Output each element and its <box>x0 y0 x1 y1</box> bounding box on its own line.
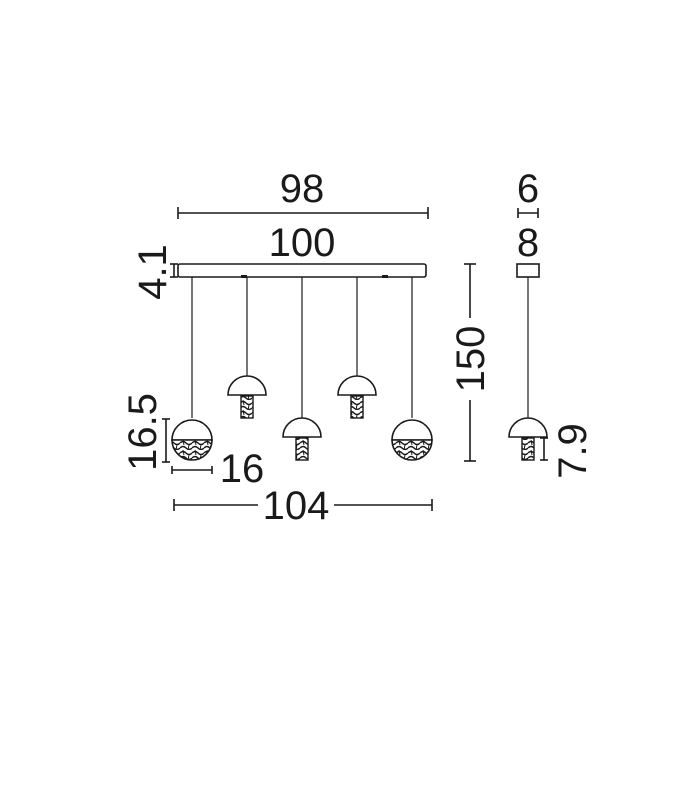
suspension-cables <box>191 277 413 418</box>
side-mushroom-lamp <box>508 417 548 461</box>
dim-150-label: 150 <box>449 326 493 393</box>
dim-6-label: 6 <box>517 167 539 211</box>
dim-98-label: 98 <box>280 167 325 211</box>
dim-4-1-line <box>170 263 178 278</box>
dim-16-5-label: 16.5 <box>121 393 165 471</box>
dim-104-line <box>173 499 433 511</box>
front-view: 98 100 4.1 <box>121 167 493 528</box>
globe-lamp-left <box>171 419 213 461</box>
dim-16-label: 16 <box>220 447 265 491</box>
dim-7-9-line <box>540 437 548 461</box>
globe-lamp-right <box>391 419 433 461</box>
dim-16-line <box>171 466 213 474</box>
side-canopy <box>516 263 540 278</box>
canopy-bar <box>177 263 427 278</box>
dim-7-9-label: 7.9 <box>551 423 595 479</box>
dim-6-line <box>517 208 539 218</box>
dim-8-label: 8 <box>517 221 539 265</box>
mushroom-lamp-2 <box>227 375 267 419</box>
dim-16-5-line <box>162 418 170 463</box>
dim-150-line <box>464 263 476 462</box>
dim-104-label: 104 <box>263 484 330 528</box>
dim-100-label: 100 <box>269 221 336 265</box>
mushroom-lamp-4 <box>337 375 377 419</box>
dim-98-line <box>177 207 429 219</box>
side-view: 6 8 7.9 <box>508 167 595 479</box>
mushroom-lamp-3 <box>282 417 322 461</box>
dim-4-1-label: 4.1 <box>131 244 175 300</box>
